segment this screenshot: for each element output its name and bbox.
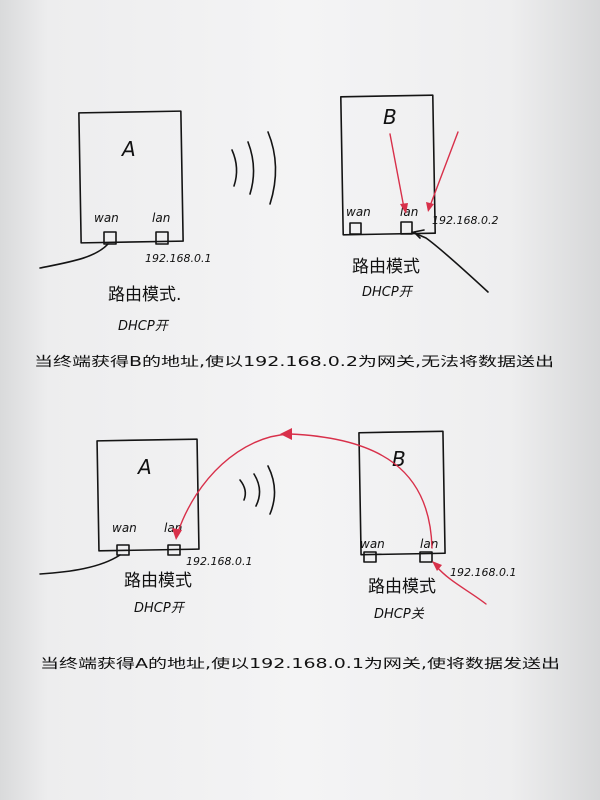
bottom-router-b-lan-label: lan: [420, 537, 438, 551]
top-router-b-dhcp: DHCP开: [362, 285, 414, 300]
top-caption: 当终端获得B的地址,使以192.168.0.2为网关,无法将数据送出: [34, 354, 554, 370]
top-router-b-label: B: [383, 105, 397, 129]
top-router-b-cable-arrowhead: [413, 229, 425, 239]
bottom-caption: 当终端获得A的地址,使以192.168.0.1为网关,使将数据发送出: [40, 656, 560, 672]
bottom-router-a-lan-port: [167, 544, 181, 556]
bottom-red-arc-mid-arrow: [280, 428, 292, 440]
top-router-b-ip: 192.168.0.2: [432, 214, 498, 227]
top-router-a-wan-cable: [39, 243, 109, 269]
top-router-b-wan-port: [349, 222, 362, 235]
bottom-router-b-lan-port: [419, 551, 433, 563]
bottom-router-a-mode: 路由模式: [124, 571, 192, 591]
top-router-b-box: [340, 94, 436, 236]
bottom-router-b-dhcp: DHCP关: [374, 607, 425, 622]
top-router-b-lan-port: [400, 221, 413, 235]
bottom-red-gateway-arc: [177, 433, 433, 549]
bottom-router-a-wan-port: [116, 544, 130, 556]
top-router-a-lan-port: [155, 231, 169, 245]
top-router-a-dhcp: DHCP开: [118, 319, 170, 334]
bottom-wireless-icon: [239, 465, 276, 515]
top-red-arrow-2: [429, 131, 459, 207]
bottom-router-b-ip: 192.168.0.1: [450, 566, 516, 579]
bottom-router-a-ip: 192.168.0.1: [186, 555, 252, 568]
top-router-a-box: [78, 110, 184, 244]
top-router-a-wan-label: wan: [94, 211, 119, 225]
top-red-arrow-2-head: [426, 202, 434, 212]
bottom-router-a-wan-cable: [39, 554, 121, 575]
bottom-router-b-box: [358, 430, 446, 556]
bottom-router-a-label: A: [136, 455, 152, 479]
bottom-diagram: A wan lan 192.168.0.1 路由模式 DHCP开 B wan l…: [39, 428, 560, 672]
top-red-arrow-1-head: [400, 203, 408, 214]
bottom-router-a-dhcp: DHCP开: [134, 601, 186, 616]
top-wireless-icon: [231, 131, 277, 205]
top-router-a: A wan lan 192.168.0.1 路由模式. DHCP开: [39, 110, 211, 334]
top-router-b-wan-label: wan: [346, 205, 371, 219]
bottom-router-b-mode: 路由模式: [368, 577, 436, 597]
top-router-a-label: A: [120, 137, 136, 161]
bottom-red-client-link: [435, 565, 487, 605]
bottom-red-client-link-head: [432, 561, 442, 571]
top-router-a-mode: 路由模式.: [108, 285, 181, 305]
bottom-router-b: B wan lan 192.168.0.1 路由模式 DHCP关: [358, 430, 516, 622]
bottom-router-a-box: [96, 438, 200, 552]
bottom-router-b-wan-port: [363, 551, 377, 563]
bottom-router-b-wan-label: wan: [360, 537, 385, 551]
top-router-a-wan-port: [103, 231, 117, 245]
top-router-b-client-cable: [411, 231, 489, 293]
bottom-router-a-wan-label: wan: [112, 521, 137, 535]
top-router-b: B wan lan 192.168.0.2 路由模式 DHCP开: [340, 94, 498, 300]
top-diagram: A wan lan 192.168.0.1 路由模式. DHCP开 B wan …: [34, 94, 554, 370]
top-router-a-lan-label: lan: [152, 211, 170, 225]
top-router-b-mode: 路由模式: [352, 257, 420, 277]
top-red-arrow-1: [389, 133, 405, 209]
bottom-red-gateway-arc-head: [172, 528, 182, 540]
top-router-a-ip: 192.168.0.1: [145, 252, 211, 265]
